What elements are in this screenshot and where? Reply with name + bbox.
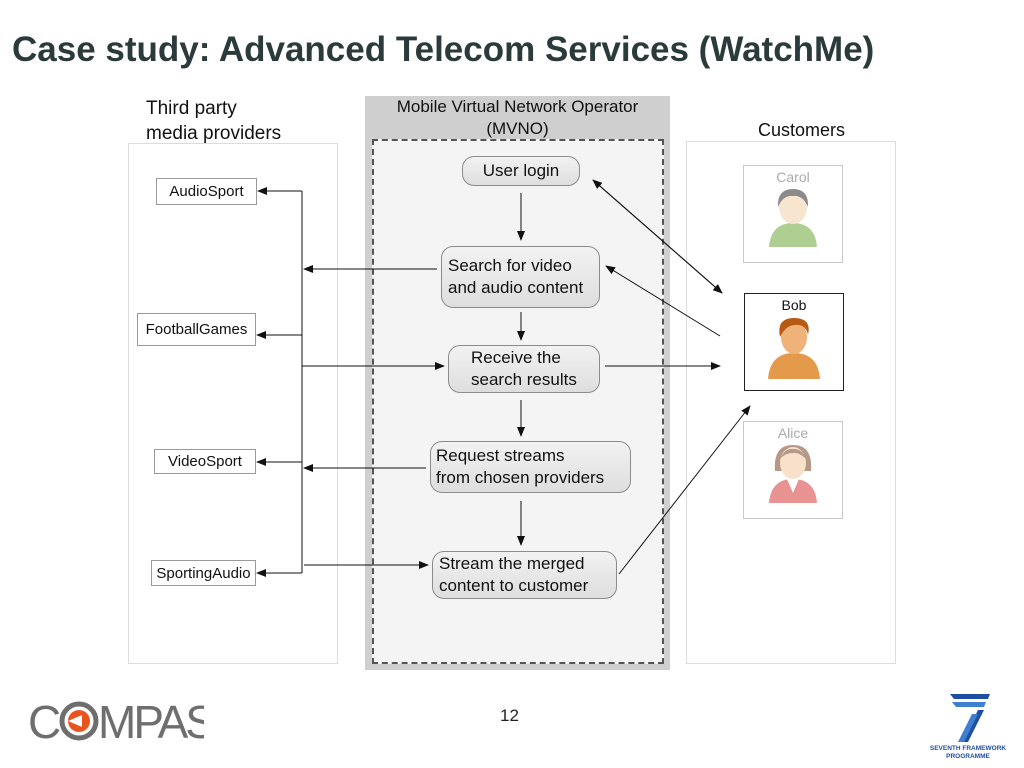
compas-logo: C MPAS	[28, 696, 204, 746]
step-line: and audio content	[448, 278, 584, 297]
fp7-logo: SEVENTH FRAMEWORK PROGRAMME	[930, 694, 1007, 760]
mvno-heading-line2: (MVNO)	[486, 119, 549, 138]
person-icon	[769, 189, 817, 247]
step-line: content to customer	[439, 576, 589, 595]
compas-logo-text: C	[28, 696, 60, 746]
step-line: Search for video	[448, 256, 572, 275]
mvno-heading-line1: Mobile Virtual Network Operator	[396, 97, 639, 116]
svg-text:MPAS: MPAS	[98, 696, 204, 746]
step-line: Request streams	[436, 446, 565, 465]
step-stream-merged: Stream the merged content to customer	[432, 551, 617, 599]
person-icon	[769, 445, 817, 503]
step-receive-results: Receive the search results	[448, 345, 600, 393]
mvno-heading: Mobile Virtual Network Operator (MVNO)	[365, 96, 670, 140]
customer-carol: Carol	[743, 165, 843, 263]
flow-arrow	[618, 405, 751, 575]
step-line: User login	[482, 161, 560, 180]
providers-heading-line2: media providers	[146, 123, 282, 144]
customer-name: Alice	[777, 425, 809, 441]
customer-name: Bob	[781, 297, 807, 313]
step-search: Search for video and audio content	[441, 246, 600, 308]
step-request-streams: Request streams from chosen providers	[430, 441, 631, 493]
person-icon	[768, 318, 820, 379]
provider-box: AudioSport	[156, 178, 257, 205]
svg-text:PROGRAMME: PROGRAMME	[946, 753, 990, 760]
provider-box: VideoSport	[154, 449, 256, 474]
providers-heading-line1: Third party	[146, 98, 237, 119]
flow-arrow	[592, 179, 723, 294]
step-line: Stream the merged	[439, 554, 585, 573]
step-line: Receive the	[471, 348, 561, 367]
step-line: search results	[471, 370, 577, 389]
providers-heading: Third party media providers	[146, 96, 281, 146]
customers-heading: Customers	[758, 120, 846, 140]
step-line: from chosen providers	[436, 468, 605, 487]
flow-arrow	[605, 265, 721, 337]
svg-text:SEVENTH FRAMEWORK: SEVENTH FRAMEWORK	[930, 745, 1007, 752]
customer-name: Carol	[776, 169, 810, 185]
slide-title: Case study: Advanced Telecom Services (W…	[12, 30, 875, 69]
customer-alice: Alice	[743, 421, 843, 519]
customer-bob: Bob	[744, 293, 844, 391]
step-user-login: User login	[462, 156, 580, 186]
page-number: 12	[500, 706, 519, 725]
provider-box: SportingAudio	[151, 560, 256, 586]
provider-box: FootballGames	[137, 313, 256, 346]
